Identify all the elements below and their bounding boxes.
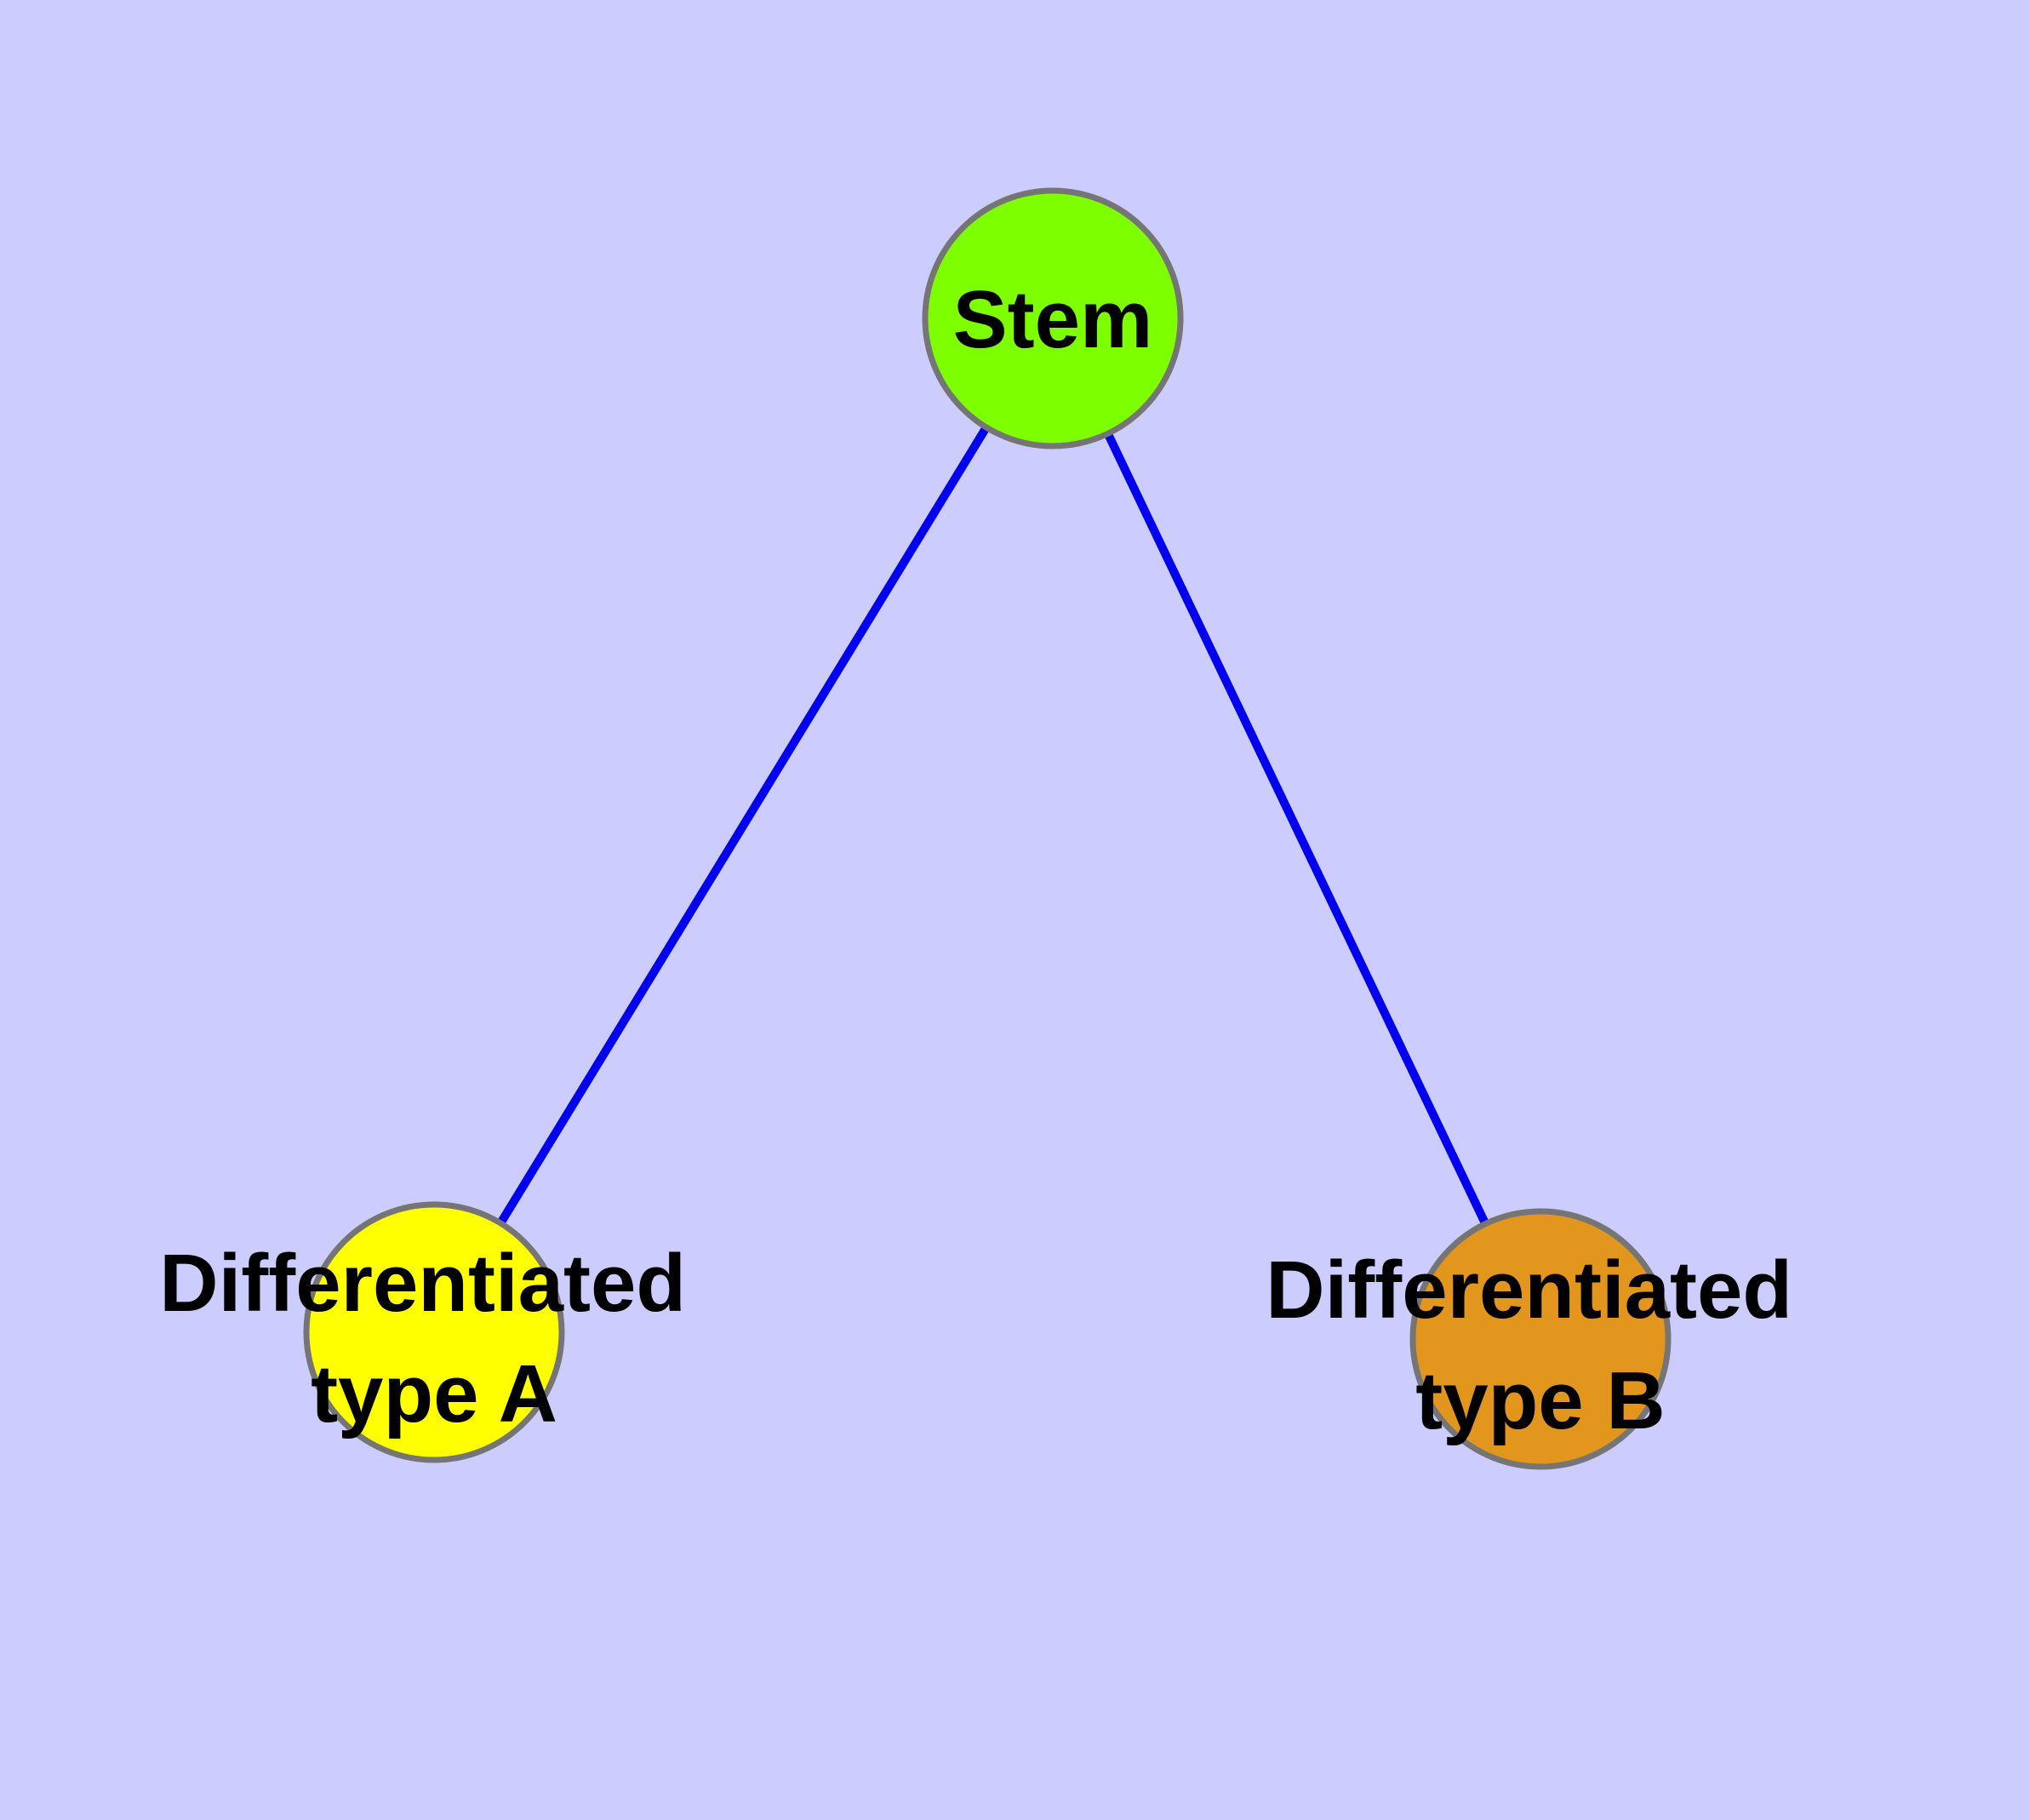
stem-node bbox=[922, 187, 1184, 449]
differentiated-type-a-label-line1: Differentiated bbox=[159, 1238, 686, 1329]
differentiated-type-b-label-line2: type B bbox=[1415, 1355, 1665, 1446]
stem-node-label: Stem bbox=[953, 274, 1153, 365]
differentiated-type-a-node bbox=[303, 1201, 565, 1463]
differentiated-type-b-label: Differentiated type B bbox=[1266, 1245, 1815, 1446]
differentiated-type-b-label-line1: Differentiated bbox=[1266, 1245, 1792, 1336]
edge-stem-to-type-a bbox=[430, 316, 1057, 1335]
edge-stem-to-type-b bbox=[1049, 316, 1545, 1342]
differentiated-type-a-label: Differentiated type A bbox=[159, 1238, 708, 1439]
differentiated-type-b-node bbox=[1409, 1208, 1672, 1470]
differentiated-type-a-label-line2: type A bbox=[311, 1348, 557, 1439]
